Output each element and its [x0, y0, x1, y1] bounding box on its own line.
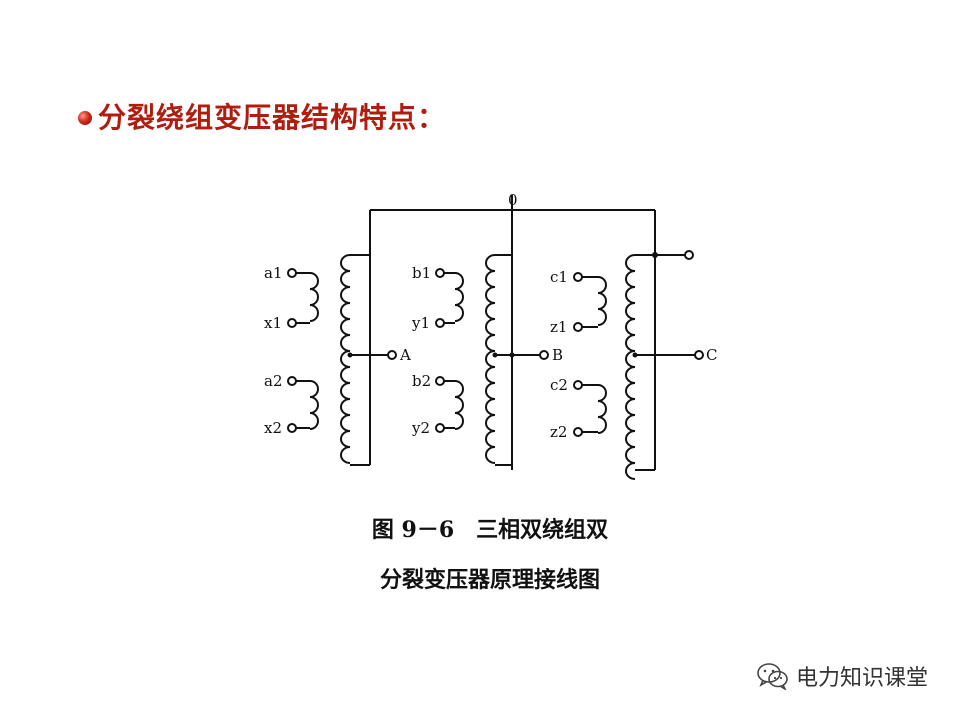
caption-line-2: 分裂变压器原理接线图 — [379, 567, 600, 593]
terminal-a2 — [287, 376, 297, 386]
watermark: 电力知识课堂 — [756, 660, 928, 692]
label-c2: c2 — [550, 376, 568, 394]
coil-c-hv — [625, 254, 636, 480]
label-z1: z1 — [550, 318, 567, 336]
watermark-text: 电力知识课堂 — [795, 666, 928, 691]
caption-line-1: 图 9－6 三相双绕组双 — [371, 517, 609, 543]
label-x1: x1 — [264, 314, 282, 332]
coil-a-lv-lower — [309, 380, 319, 430]
label-y2: y2 — [411, 419, 430, 437]
label-C: C — [706, 346, 717, 364]
terminal-y1 — [435, 318, 445, 328]
terminal-z2 — [573, 427, 583, 437]
coil-b-hv — [485, 254, 496, 464]
wechat-icon — [757, 663, 788, 690]
coil-b-lv-lower — [454, 380, 464, 430]
terminal-z1 — [573, 322, 583, 332]
terminal-x1 — [287, 318, 297, 328]
title-text: 分裂绕组变压器结构特点： — [98, 101, 447, 134]
terminal-c1 — [573, 272, 583, 282]
label-c1: c1 — [550, 268, 568, 286]
bullet-icon — [78, 111, 92, 125]
terminal-a — [387, 350, 397, 360]
coil-c-lv-lower — [597, 384, 607, 434]
terminal-b2 — [435, 376, 445, 386]
label-x2: x2 — [264, 419, 282, 437]
terminal-c-top — [684, 250, 694, 260]
coil-b-lv-upper — [454, 272, 464, 322]
label-B: B — [552, 346, 563, 364]
slide-title: 分裂绕组变压器结构特点： — [78, 96, 446, 136]
label-A: A — [399, 346, 411, 364]
label-a1: a1 — [264, 264, 283, 282]
terminal-c2 — [573, 380, 583, 390]
label-y1: y1 — [411, 314, 430, 332]
terminal-a1 — [287, 268, 297, 278]
wiring-diagram: 0 a1 x1 a2 x2 A b1 y1 b2 y2 B c1 z1 c2 z… — [264, 191, 717, 480]
terminal-b — [539, 350, 549, 360]
coil-a-lv-upper — [309, 272, 319, 322]
label-z2: z2 — [550, 423, 567, 441]
label-b1: b1 — [412, 264, 431, 282]
terminal-b1 — [435, 268, 445, 278]
label-b2: b2 — [412, 372, 431, 390]
terminal-x2 — [287, 423, 297, 433]
label-a2: a2 — [264, 372, 283, 390]
coil-c-lv-upper — [597, 276, 607, 326]
coil-a-hv — [340, 254, 351, 464]
terminal-c — [694, 350, 704, 360]
terminal-y2 — [435, 423, 445, 433]
label-neutral: 0 — [508, 191, 518, 209]
